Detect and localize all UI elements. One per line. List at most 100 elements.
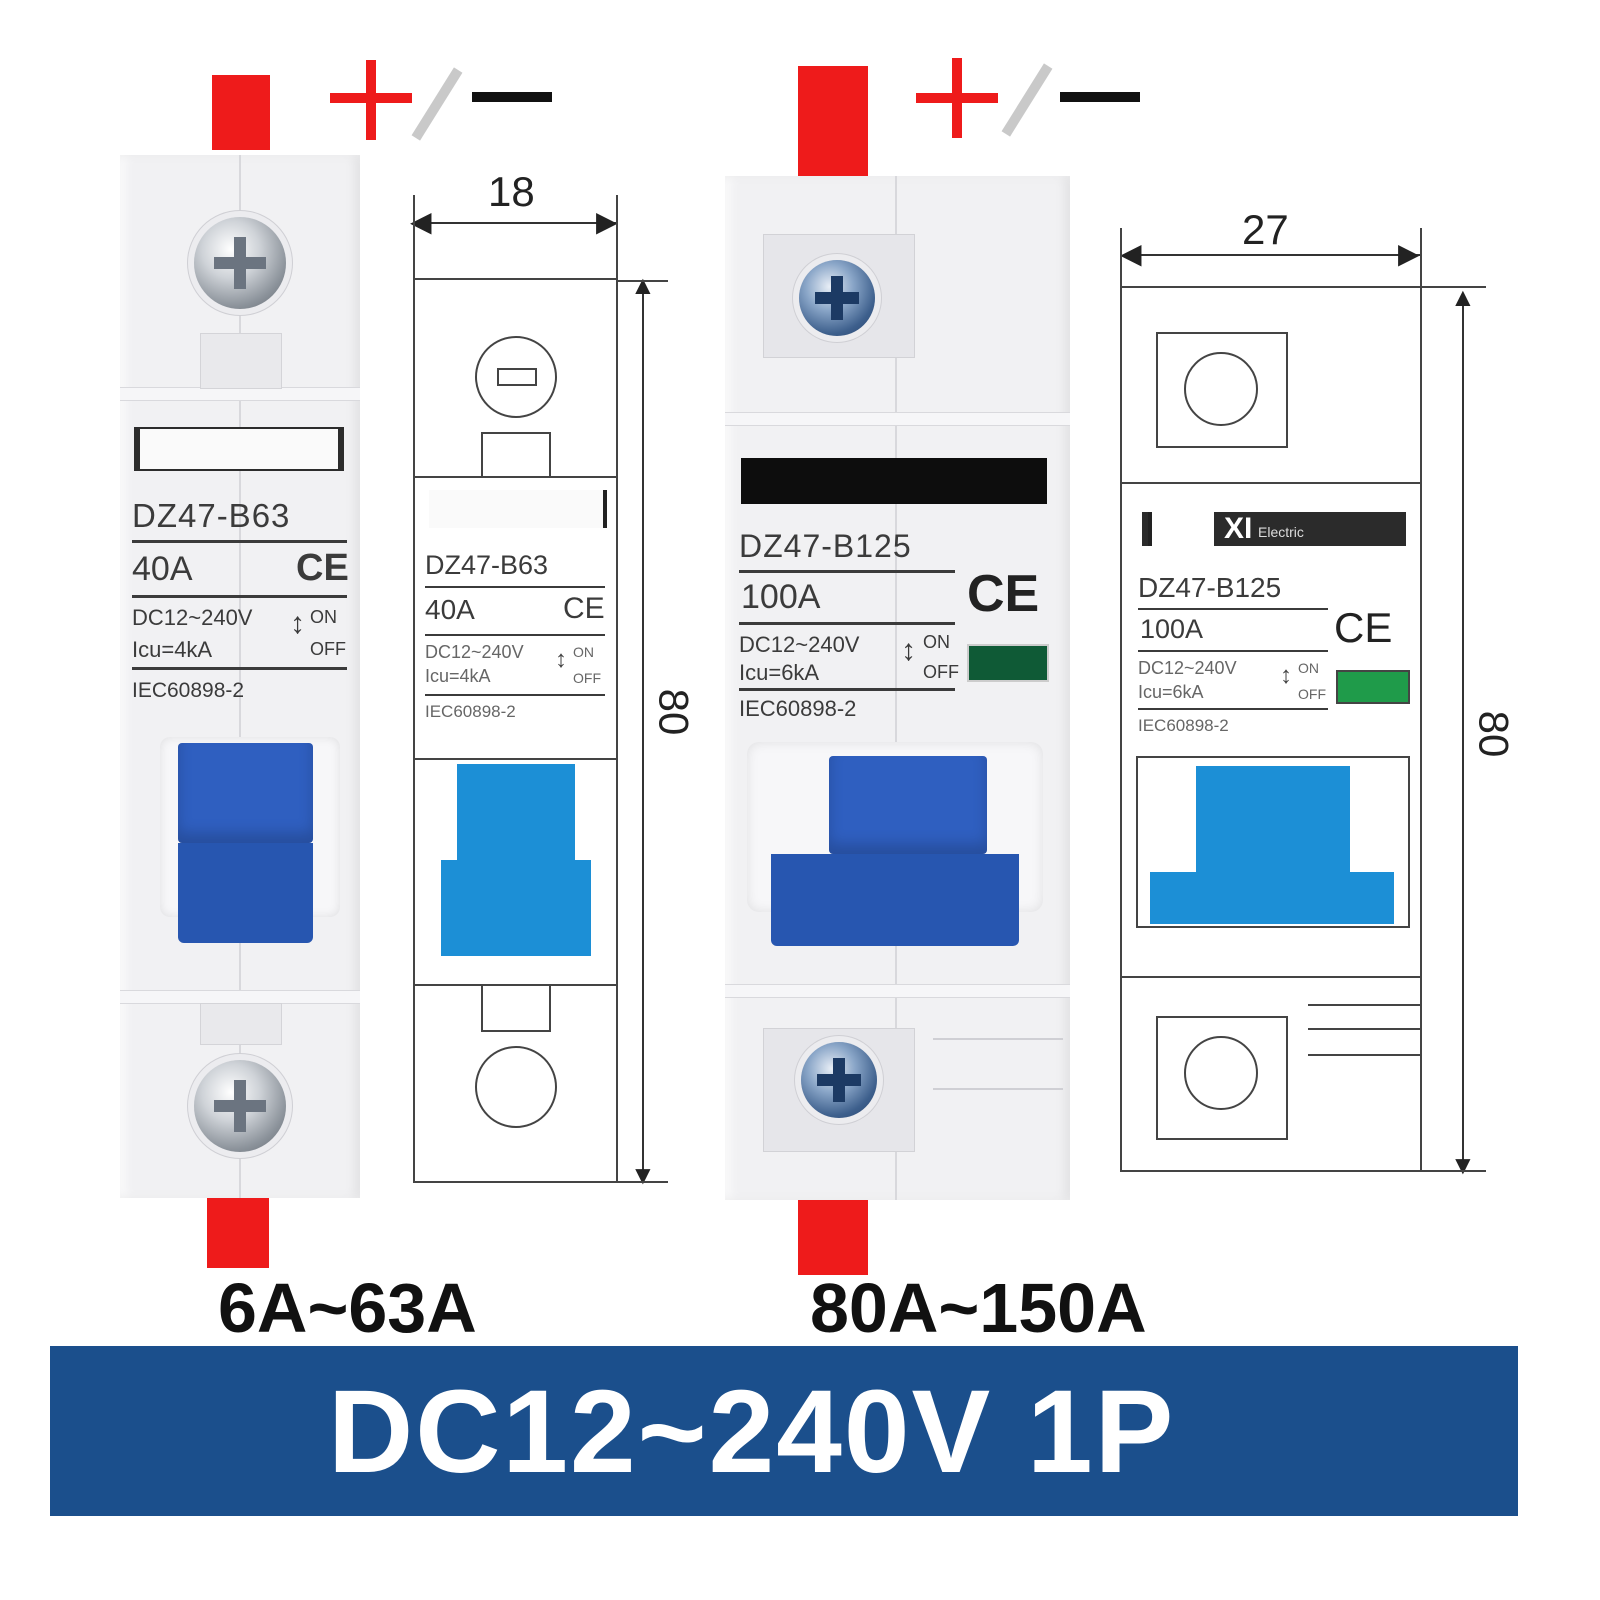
width-dim-right: 27 — [1242, 206, 1289, 253]
lever-drawing-base-right — [1150, 872, 1394, 924]
drule-3 — [425, 694, 605, 696]
arrow-icon: ↕ — [290, 607, 305, 640]
ext-h-bot-left — [618, 1181, 668, 1183]
drule-2 — [425, 634, 605, 636]
toggle-lever-right[interactable] — [829, 756, 987, 854]
status-indicator-window — [967, 644, 1049, 682]
on-drawing-right: ON — [1298, 660, 1319, 676]
dark-label-bar — [741, 458, 1047, 504]
range-left: 6A~63A — [218, 1269, 477, 1347]
divider-top — [415, 476, 616, 478]
top-terminal-marker-left — [212, 75, 270, 150]
polarity-plus-right-v — [952, 58, 962, 138]
voltage-text-right: DC12~240V — [739, 632, 860, 657]
upper-band-right — [725, 412, 1070, 426]
polarity-slash-left — [411, 67, 463, 141]
top-screw-right-icon[interactable] — [799, 260, 875, 336]
on-text: ON — [310, 607, 337, 627]
breaker-photo-left: DZ47-B63 40A CE DC12~240V Icu=4kA ↕ ON O… — [120, 155, 360, 1198]
polarity-slash-right — [1001, 63, 1053, 137]
arrow-up-icon: ▲ — [630, 270, 656, 300]
vent-mid — [1308, 1028, 1420, 1030]
height-dim-line-right — [1462, 294, 1464, 1168]
brand-text: XI — [1224, 512, 1253, 545]
breaker-photo-right: DZ47-B125 100A CE DC12~240V Icu=6kA ↕ ON… — [725, 176, 1070, 1200]
lever-frame-drawing — [1136, 756, 1410, 928]
drule-1 — [425, 586, 605, 588]
top-terminal-marker-right — [798, 66, 868, 176]
height-dim-left: 80 — [650, 688, 698, 736]
ext-line-rr — [1420, 228, 1422, 290]
toggle-lever-base — [178, 843, 313, 943]
rating-drawing: 40A — [425, 594, 475, 625]
off-drawing: OFF — [573, 670, 601, 686]
arrow-down-right-icon: ▼ — [1450, 1150, 1476, 1180]
icu-drawing-right: Icu=6kA — [1138, 682, 1204, 702]
blank-label-bar — [134, 427, 344, 471]
status-indicator-drawing — [1336, 670, 1410, 704]
voltage-drawing-right: DC12~240V — [1138, 658, 1237, 678]
polarity-minus-left — [472, 92, 552, 102]
upper-tab — [200, 333, 282, 389]
range-right: 80A~150A — [810, 1269, 1147, 1347]
rrule-1 — [739, 570, 955, 573]
ext-line-l — [413, 195, 415, 285]
lever-drawing-top-right — [1196, 766, 1350, 872]
toggle-lever-base-right — [771, 854, 1019, 946]
voltage-banner: DC12~240V 1P — [50, 1346, 1518, 1516]
ce-drawing-right: CE — [1334, 604, 1393, 651]
cross-drawing — [497, 368, 537, 386]
standard-drawing-right: IEC60898-2 — [1138, 716, 1229, 735]
rule-2 — [132, 595, 347, 598]
rating-text: 40A — [132, 550, 193, 588]
rule-1 — [132, 540, 347, 543]
top-screw-drawing-icon — [475, 336, 557, 418]
ce-mark-right: CE — [967, 565, 1040, 623]
center-seam — [239, 155, 241, 1198]
side-vents — [933, 1038, 1063, 1090]
label-drawing — [429, 490, 607, 528]
ext-h-bot-right — [1422, 1170, 1486, 1172]
banner-text: DC12~240V 1P — [328, 1366, 1176, 1498]
bottom-recess-drawing — [1156, 1016, 1288, 1140]
toggle-lever[interactable] — [178, 743, 313, 843]
upper-band — [120, 387, 360, 401]
rating-drawing-right: 100A — [1140, 614, 1204, 644]
arrow-right-icon: ▶ — [596, 206, 618, 237]
divider-bottom — [415, 984, 616, 986]
voltage-text: DC12~240V — [132, 605, 253, 630]
arrow-left-right-icon: ◀ — [1120, 238, 1142, 269]
bottom-screw-icon[interactable] — [194, 1060, 286, 1152]
icu-text-right: Icu=6kA — [739, 660, 820, 685]
arrow-icon-right: ↕ — [901, 634, 916, 667]
standard-drawing: IEC60898-2 — [425, 702, 516, 721]
arrow-left-icon: ◀ — [410, 206, 432, 237]
rdrule-2 — [1138, 650, 1328, 652]
height-dim-line-left — [642, 282, 644, 1179]
standard-text-right: IEC60898-2 — [739, 696, 857, 721]
bottom-screw-right-icon[interactable] — [801, 1042, 877, 1118]
bottom-tab-drawing — [481, 986, 551, 1032]
top-screw-drawing-right-icon — [1184, 352, 1258, 426]
ext-line-rl — [1120, 228, 1122, 290]
off-text-right: OFF — [923, 662, 959, 682]
lower-band-right — [725, 984, 1070, 998]
rrule-2 — [739, 622, 955, 625]
top-screw-icon[interactable] — [194, 217, 286, 309]
top-tab-drawing — [481, 432, 551, 478]
arrow-drawing-right-icon: ↕ — [1280, 662, 1292, 689]
voltage-drawing: DC12~240V — [425, 642, 524, 662]
rdiv-bottom — [1122, 976, 1420, 978]
width-dim-line-left — [414, 222, 617, 224]
bottom-terminal-marker-right — [798, 1200, 868, 1275]
rdrule-1 — [1138, 608, 1328, 610]
rdiv-top — [1122, 482, 1420, 484]
arrow-down-icon: ▼ — [630, 1160, 656, 1190]
vents-drawing — [1308, 1004, 1420, 1056]
lever-drawing-base — [441, 860, 591, 956]
ext-h-top-right — [1422, 286, 1486, 288]
ext-h-top-left — [618, 280, 668, 282]
top-recess-drawing — [1156, 332, 1288, 448]
drawing-right: XI Electric DZ47-B125 100A CE DC12~240V … — [1120, 286, 1422, 1172]
off-text: OFF — [310, 639, 346, 659]
